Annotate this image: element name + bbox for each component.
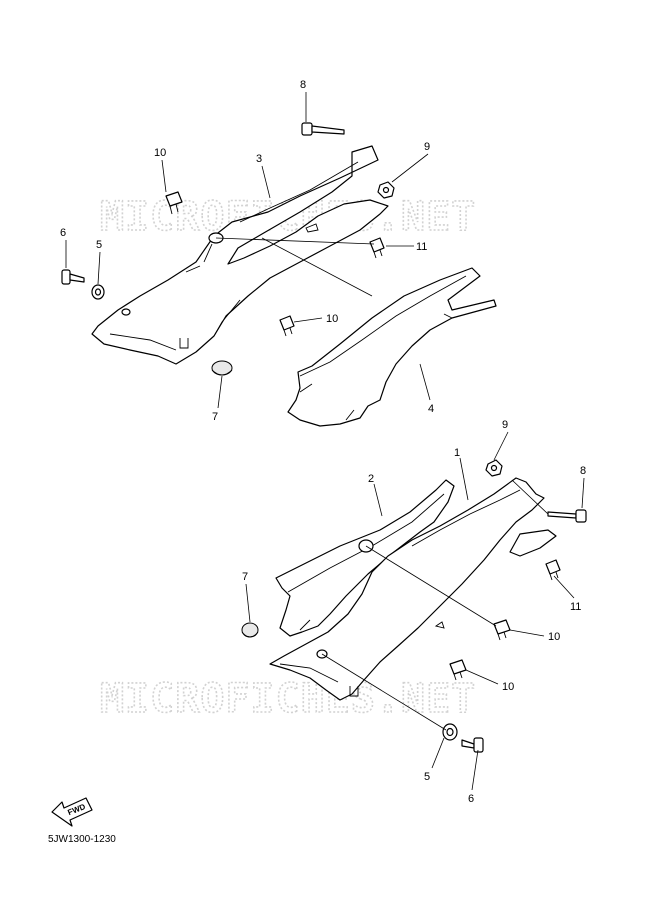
part-4-side-panel xyxy=(287,267,497,427)
callout-bottom-2: 2 xyxy=(368,473,374,485)
callout-top-5: 5 xyxy=(96,239,102,251)
nut-9-bottom xyxy=(485,459,503,477)
callout-top-6: 6 xyxy=(60,227,66,239)
collar-5-top xyxy=(91,284,105,300)
bolt-8-top xyxy=(301,122,345,136)
part-3-side-cover xyxy=(91,145,389,365)
callout-bottom-6: 6 xyxy=(468,793,474,805)
callout-top-10b: 10 xyxy=(326,313,338,325)
watermark-bottom: MICROFICHES.NET xyxy=(100,676,476,722)
bolt-8-bottom xyxy=(547,509,587,523)
callout-bottom-11: 11 xyxy=(570,601,581,613)
clip-11-bottom xyxy=(545,559,561,581)
part-1-side-cover xyxy=(269,477,545,701)
callout-top-10a: 10 xyxy=(154,147,166,159)
callout-top-3: 3 xyxy=(256,153,262,165)
clip-10-top-b xyxy=(279,315,295,337)
screw-6-bottom xyxy=(461,737,484,753)
collar-5-bottom xyxy=(442,723,458,741)
callout-top-8: 8 xyxy=(300,79,306,91)
clip-10-bottom-a xyxy=(493,619,511,641)
clip-11-top xyxy=(369,237,385,259)
fwd-arrow-icon: FWD xyxy=(51,797,93,827)
callout-bottom-1: 1 xyxy=(454,447,460,459)
callout-bottom-10b: 10 xyxy=(502,681,514,693)
grommet-7-bottom xyxy=(241,622,259,638)
callout-bottom-9: 9 xyxy=(502,419,508,431)
callout-bottom-5: 5 xyxy=(424,771,430,783)
callout-bottom-7: 7 xyxy=(242,571,248,583)
bottom-assembly: 9 1 2 8 7 11 10 10 5 6 xyxy=(241,419,587,805)
callout-top-9: 9 xyxy=(424,141,430,153)
top-assembly: 8 10 3 9 6 5 11 10 7 4 xyxy=(60,79,497,427)
callout-top-7: 7 xyxy=(212,411,218,423)
part-1-rear-tab xyxy=(509,529,557,557)
callout-bottom-10a: 10 xyxy=(548,631,560,643)
callout-top-4: 4 xyxy=(428,403,434,415)
callout-top-11: 11 xyxy=(416,241,427,253)
mount-hole-front xyxy=(121,308,131,316)
nut-9-top xyxy=(377,181,395,199)
screw-6-top xyxy=(61,269,85,285)
grommet-7-top xyxy=(211,360,233,376)
callout-bottom-8: 8 xyxy=(580,465,586,477)
diagram-code: 5JW1300-1230 xyxy=(48,834,116,845)
clip-10-top-a xyxy=(165,191,183,215)
